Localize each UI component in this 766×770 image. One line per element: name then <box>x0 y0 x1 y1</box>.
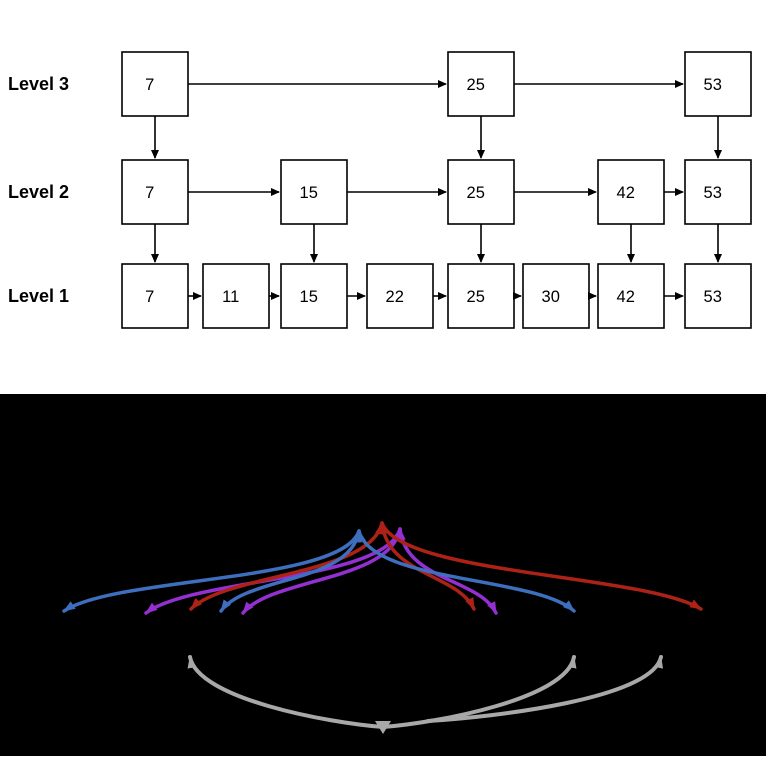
skiplist-node-value: 15 <box>300 184 318 202</box>
skiplist-node-box <box>366 263 434 329</box>
skiplist-node-box <box>280 159 348 225</box>
skiplist-node-value: 7 <box>145 76 154 94</box>
skiplist-node-value: 7 <box>145 184 154 202</box>
skiplist-node-box <box>280 263 348 329</box>
arc-pointer-gray <box>381 655 577 729</box>
skiplist-node-value: 42 <box>617 288 635 306</box>
level-label: Level 2 <box>8 182 69 202</box>
skiplist-node-value: 53 <box>704 184 722 202</box>
arc-pointer-red <box>380 521 703 611</box>
skiplist-node-value: 7 <box>145 288 154 306</box>
skiplist-node-value: 25 <box>467 288 485 306</box>
skiplist-node-value: 25 <box>467 184 485 202</box>
skiplist-node-box <box>121 51 189 117</box>
gray-convergence-tip <box>375 721 391 734</box>
skiplist-node-value: 15 <box>300 288 318 306</box>
arc-panel-background <box>0 394 766 756</box>
level-label: Level 3 <box>8 74 69 94</box>
level-label: Level 1 <box>8 286 69 306</box>
arc-pointer-gray <box>426 655 663 723</box>
skiplist-node-value: 25 <box>467 76 485 94</box>
skiplist-node-value: 22 <box>386 288 404 306</box>
skiplist-node-box <box>202 263 270 329</box>
arc-pointer-gray <box>187 655 385 729</box>
skiplist-node-value: 30 <box>542 288 560 306</box>
skiplist-node-box <box>684 263 752 329</box>
skiplist-node-box <box>522 263 590 329</box>
skiplist-node-value: 11 <box>222 288 239 306</box>
skiplist-node-value: 42 <box>617 184 635 202</box>
skiplist-node-box <box>447 263 515 329</box>
skiplist-node-value: 53 <box>704 288 722 306</box>
skiplist-node-box <box>597 159 665 225</box>
skiplist-node-box <box>121 159 189 225</box>
skiplist-node-box <box>121 263 189 329</box>
skiplist-node-value: 53 <box>704 76 722 94</box>
